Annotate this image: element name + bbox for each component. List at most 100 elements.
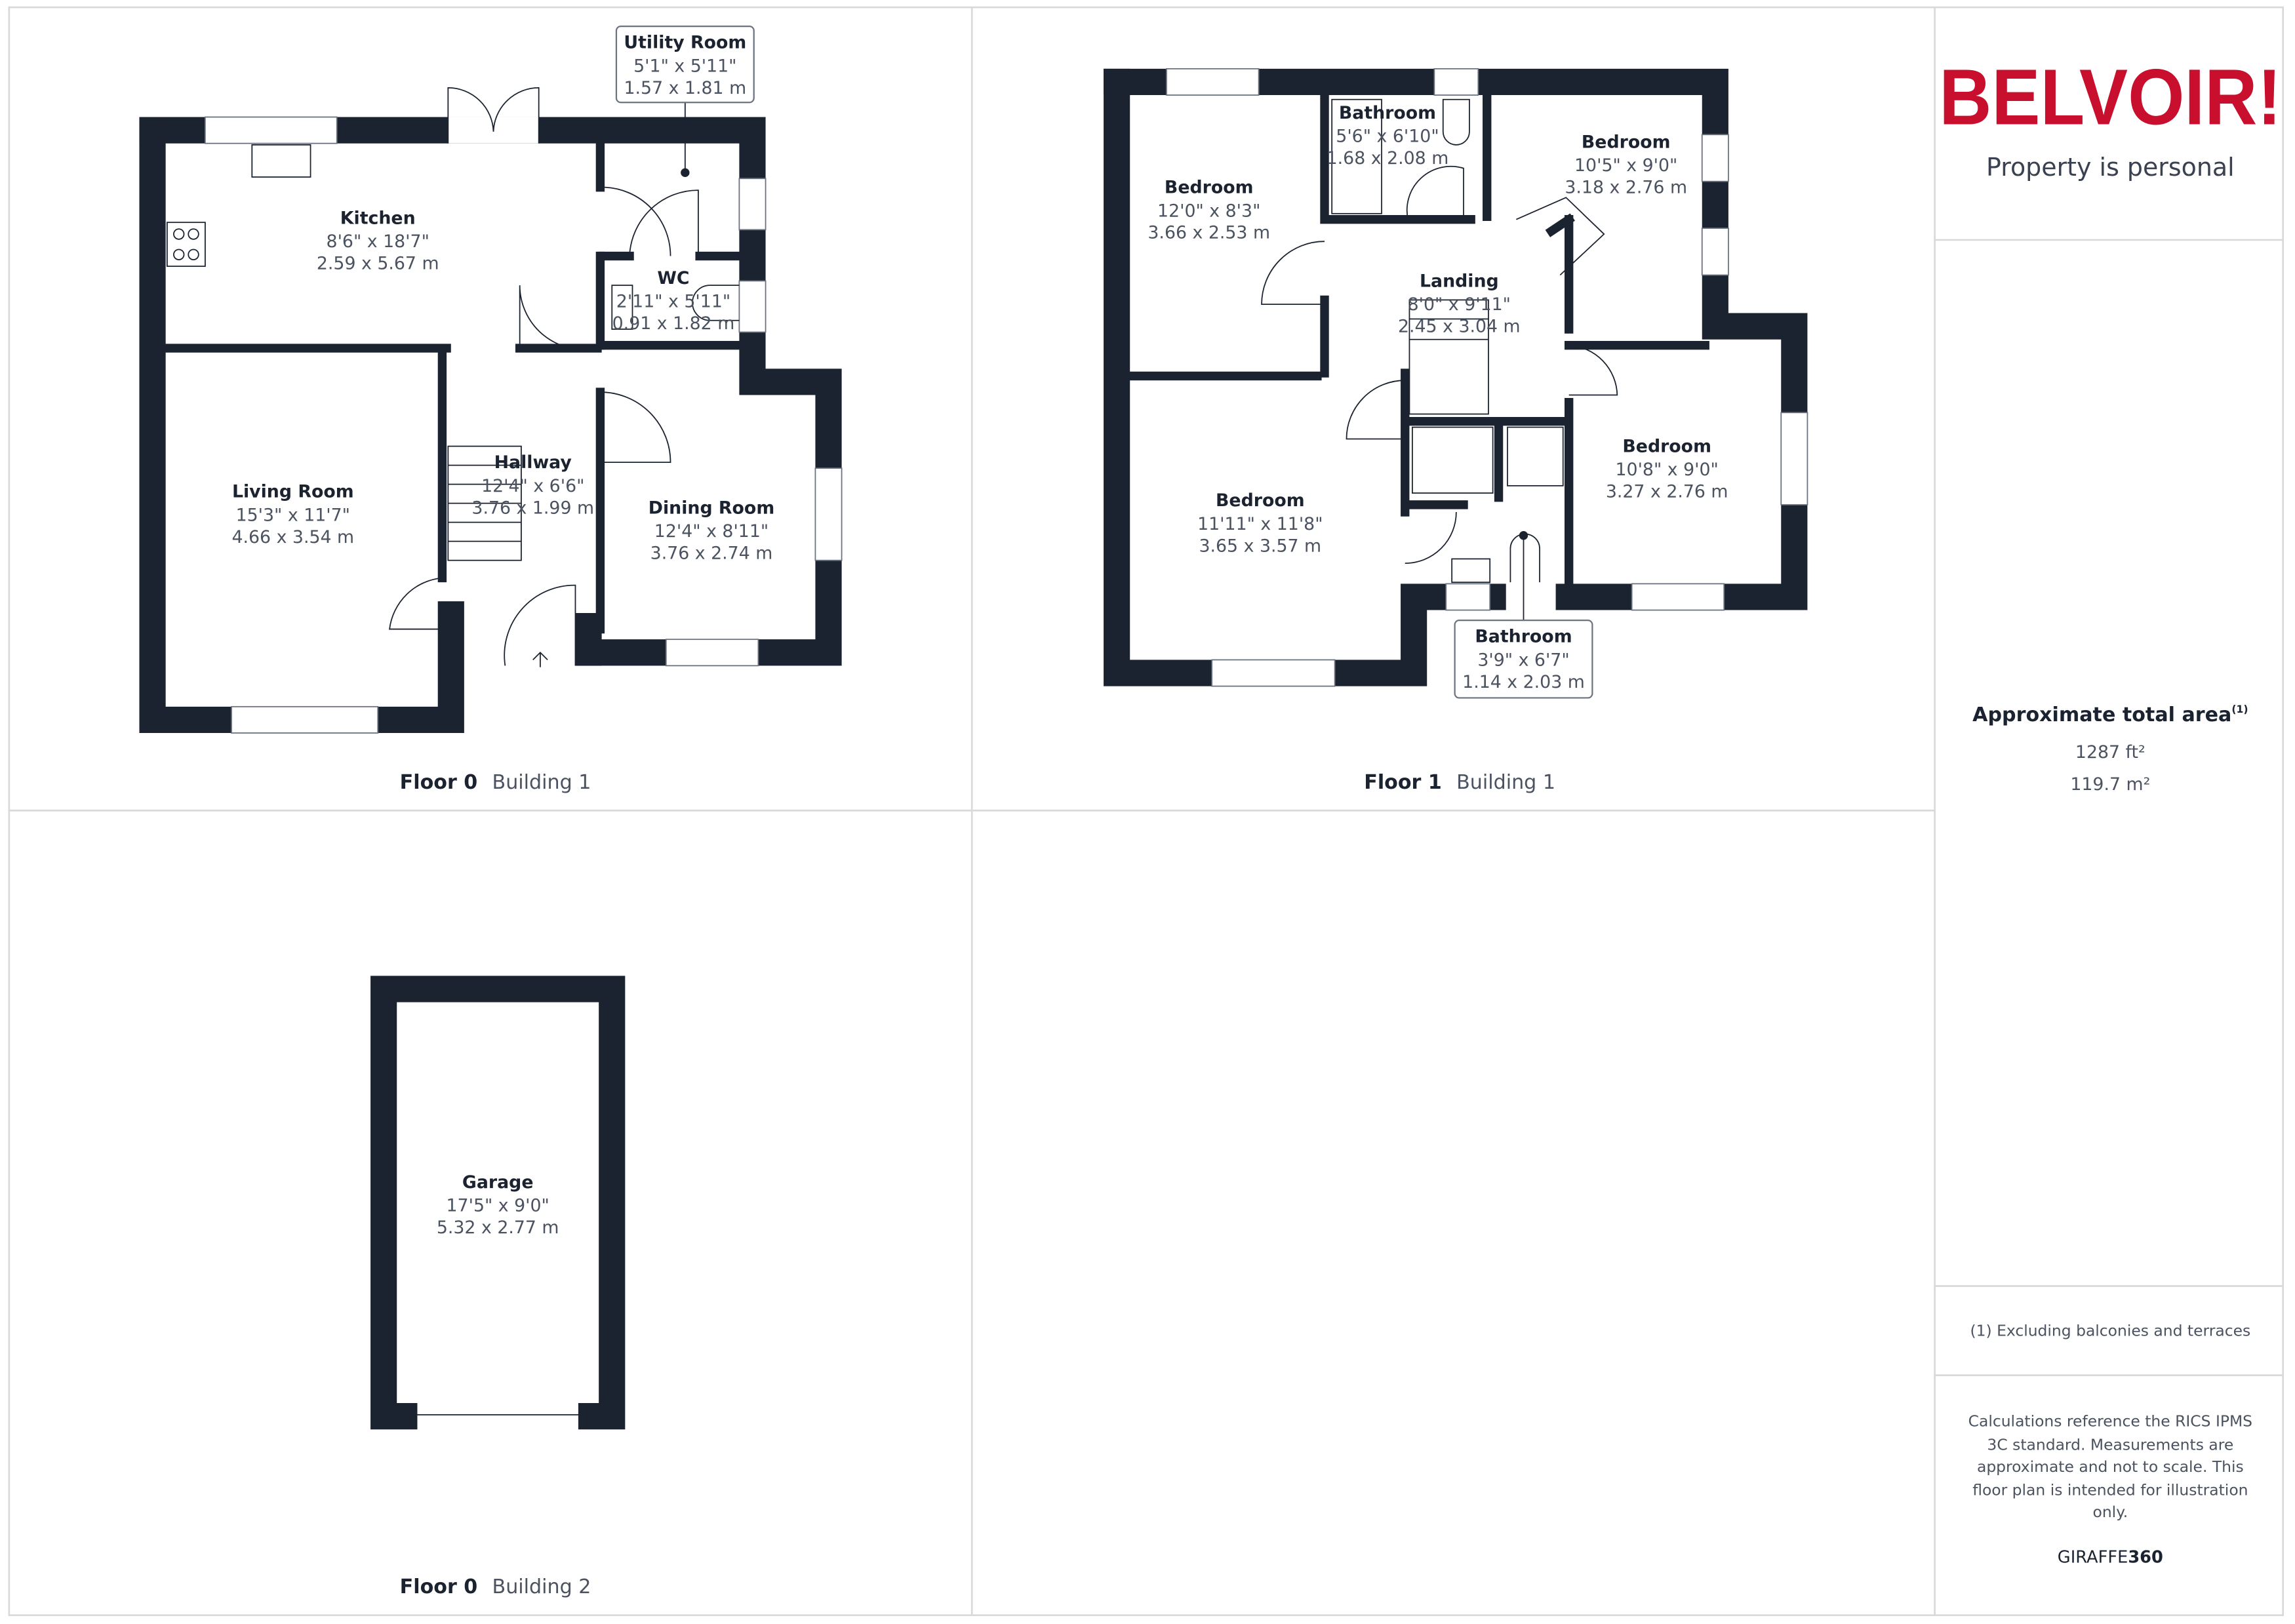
room-dims-imperial: 2'11" x 5'11" xyxy=(616,292,730,312)
room-dims-imperial: 15'3" x 11'7" xyxy=(236,505,350,525)
room-name: Dining Room xyxy=(649,498,774,518)
tagline: Property is personal xyxy=(1986,153,2235,182)
room-dims-metric: 3.76 x 2.74 m xyxy=(650,543,773,563)
plan-floor1-building1: Bedroom 12'0" x 8'3" 3.66 x 2.53 m Bathr… xyxy=(1104,68,1808,794)
window xyxy=(1631,583,1725,611)
window xyxy=(1445,583,1491,611)
staircase xyxy=(1408,299,1489,415)
door xyxy=(1261,241,1325,306)
room-name: Bedroom xyxy=(1582,132,1671,152)
room-dims-metric: 2.45 x 3.04 m xyxy=(1398,317,1521,337)
bathtub-icon xyxy=(1331,98,1382,214)
staircase xyxy=(447,445,522,561)
room-dims-metric: 1.14 x 2.03 m xyxy=(1462,672,1585,692)
window xyxy=(1701,134,1729,182)
window xyxy=(231,705,379,734)
shower-icon xyxy=(1412,426,1494,494)
window xyxy=(814,467,843,561)
room-dims-imperial: 10'5" x 9'0" xyxy=(1574,155,1677,176)
entrance-arrow-icon xyxy=(532,652,548,667)
room-dims-metric: 4.66 x 3.54 m xyxy=(231,527,354,547)
plan-floor0-building2: Garage 17'5" x 9'0" 5.32 x 2.77 m Floor … xyxy=(370,976,626,1598)
room-dims-imperial: 11'11" x 11'8" xyxy=(1197,514,1323,534)
room-dims-imperial: 17'5" x 9'0" xyxy=(447,1196,549,1216)
bathroom-callout xyxy=(1454,620,1593,699)
room-name: Utility Room xyxy=(624,33,746,53)
door xyxy=(1405,512,1457,564)
total-area-title: Approximate total area(1) xyxy=(1972,703,2248,726)
room-dims-metric: 3.27 x 2.76 m xyxy=(1606,482,1728,502)
room-dims-imperial: 8'0" x 9'11" xyxy=(1408,294,1511,315)
door xyxy=(600,391,671,464)
info-panel: BELVOIR! Property is personal Approximat… xyxy=(1939,53,2281,1568)
room-name: Hallway xyxy=(494,452,572,473)
room-dims-imperial: 12'4" x 8'11" xyxy=(654,521,768,542)
callout-pin xyxy=(681,168,690,178)
giraffe360-logo: GIRAFFE360 xyxy=(2058,1547,2163,1567)
window xyxy=(738,178,767,231)
hob-icon xyxy=(166,222,206,267)
room-name: Landing xyxy=(1420,271,1499,291)
door xyxy=(605,186,699,256)
window xyxy=(1433,68,1479,96)
window xyxy=(665,639,759,667)
room-dims-metric: 3.76 x 1.99 m xyxy=(471,498,594,518)
room-name: Bathroom xyxy=(1339,103,1436,123)
disclaimer-line: floor plan is intended for illustration xyxy=(1972,1481,2248,1499)
belvoir-logo: BELVOIR! xyxy=(1939,53,2281,142)
toilet-icon xyxy=(1442,98,1470,146)
room-dims-metric: 3.66 x 2.53 m xyxy=(1148,223,1270,243)
room-dims-imperial: 3'9" x 6'7" xyxy=(1477,650,1569,670)
door xyxy=(389,577,443,630)
area-footnote: (1) Excluding balconies and terraces xyxy=(1970,1321,2250,1339)
disclaimer-line: Calculations reference the RICS IPMS xyxy=(1968,1412,2252,1431)
sink-icon xyxy=(251,144,311,178)
room-dims-imperial: 12'0" x 8'3" xyxy=(1157,201,1260,221)
door xyxy=(1346,380,1405,440)
room-dims-metric: 3.18 x 2.76 m xyxy=(1565,178,1687,198)
disclaimer-line: only. xyxy=(2093,1503,2128,1521)
door xyxy=(519,285,598,351)
window xyxy=(1211,659,1336,687)
room-dims-metric: 1.68 x 2.08 m xyxy=(1327,148,1449,168)
window xyxy=(1166,68,1260,96)
basin-icon xyxy=(611,285,633,330)
window xyxy=(1780,412,1808,505)
room-dims-imperial: 5'6" x 6'10" xyxy=(1336,126,1439,146)
basin-icon xyxy=(1451,558,1491,584)
door xyxy=(1568,344,1618,396)
plan-floor0-building1: Kitchen 8'6" x 18'7" 2.59 x 5.67 m Utili… xyxy=(139,26,843,794)
total-area-metric: 119.7 m² xyxy=(2070,774,2150,795)
room-dims-imperial: 5'1" x 5'11" xyxy=(633,56,736,76)
door xyxy=(1515,197,1605,276)
toilet-icon xyxy=(1509,533,1540,583)
window xyxy=(205,116,338,144)
room-dims-imperial: 10'8" x 9'0" xyxy=(1616,460,1719,480)
disclaimer-line: 3C standard. Measurements are xyxy=(1987,1435,2233,1454)
room-dims-imperial: 8'6" x 18'7" xyxy=(327,231,429,252)
french-door xyxy=(447,87,540,144)
room-name: Bedroom xyxy=(1165,178,1254,198)
total-area-imperial: 1287 ft² xyxy=(2075,742,2145,762)
room-dims-metric: 3.65 x 3.57 m xyxy=(1199,536,1322,556)
shower-tray-icon xyxy=(1507,426,1564,486)
room-dims-metric: 0.91 x 1.82 m xyxy=(612,313,735,334)
door xyxy=(1406,165,1464,220)
room-name: Bedroom xyxy=(1216,490,1305,511)
room-name: Bedroom xyxy=(1622,437,1711,457)
window xyxy=(1701,228,1729,276)
utility-room-callout xyxy=(615,26,755,104)
room-name: Bathroom xyxy=(1475,627,1572,647)
room-dims-metric: 1.57 x 1.81 m xyxy=(624,78,747,98)
window xyxy=(738,280,767,333)
room-name: Living Room xyxy=(232,482,354,502)
room-name: WC xyxy=(657,268,689,288)
room-dims-metric: 5.32 x 2.77 m xyxy=(437,1218,559,1238)
room-dims-imperial: 12'4" x 6'6" xyxy=(481,476,584,496)
panel-grid xyxy=(8,6,2285,1616)
disclaimer-line: approximate and not to scale. This xyxy=(1977,1457,2244,1476)
room-name: Garage xyxy=(462,1172,534,1193)
